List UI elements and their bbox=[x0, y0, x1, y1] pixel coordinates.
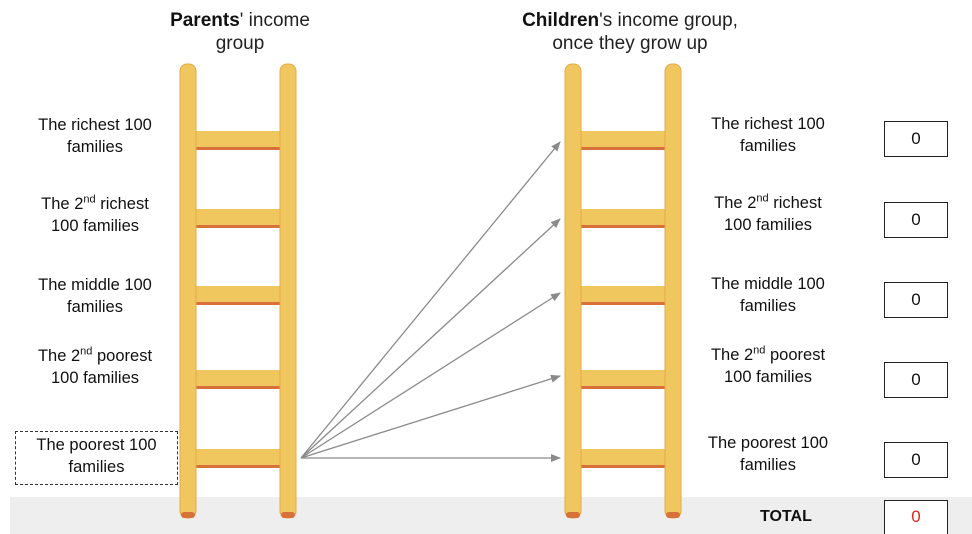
children-header-rest: 's income group, bbox=[599, 10, 738, 31]
parent-group-middle[interactable]: The middle 100 families bbox=[38, 276, 152, 316]
count-input-poorest[interactable] bbox=[884, 442, 948, 478]
parents-ladder-rung-shadow bbox=[190, 302, 282, 305]
children-ladder-rung-shadow bbox=[575, 465, 667, 468]
children-ladder-rung-shadow bbox=[575, 302, 667, 305]
children-ladder-rung bbox=[575, 286, 667, 304]
parents-header-line2: group bbox=[215, 33, 265, 54]
children-ladder-rung-shadow bbox=[575, 225, 667, 228]
children-ladder-rail-foot bbox=[566, 512, 580, 518]
parents-ladder-rung bbox=[190, 370, 282, 388]
parents-ladder-rail bbox=[179, 63, 197, 519]
children-ladder-rail bbox=[664, 63, 682, 519]
parents-ladder-rung bbox=[190, 286, 282, 304]
parent-group-poorest-selected[interactable]: The poorest 100 families bbox=[15, 431, 178, 485]
total-row-background bbox=[10, 497, 972, 534]
count-input-richest[interactable] bbox=[884, 121, 948, 157]
child-group-poorest: The poorest 100 families bbox=[707, 434, 829, 474]
mobility-arrow bbox=[300, 218, 561, 459]
children-ladder-rail-foot bbox=[666, 512, 680, 518]
mobility-arrow bbox=[300, 141, 561, 459]
parents-ladder bbox=[179, 63, 297, 519]
children-ladder-rung bbox=[575, 209, 667, 227]
count-input-middle[interactable] bbox=[884, 282, 948, 318]
parents-ladder-rung-shadow bbox=[190, 147, 282, 150]
child-group-2nd-poorest: The 2nd poorest 100 families bbox=[710, 344, 826, 386]
parents-header-bold: Parents bbox=[170, 10, 240, 31]
children-header: Children's income group, once they grow … bbox=[480, 9, 780, 55]
count-input-2nd-richest[interactable] bbox=[884, 202, 948, 238]
children-ladder-rail bbox=[564, 63, 582, 519]
parents-header-rest: ' income bbox=[239, 10, 310, 31]
parents-ladder-rung-shadow bbox=[190, 225, 282, 228]
child-group-2nd-richest: The 2nd richest 100 families bbox=[714, 192, 822, 234]
parents-ladder-rail-foot bbox=[181, 512, 195, 518]
parent-group-2nd-richest[interactable]: The 2nd richest 100 families bbox=[41, 193, 149, 235]
parents-header: Parents' income group bbox=[140, 9, 340, 55]
mobility-arrow bbox=[300, 374, 561, 459]
parents-ladder-rung bbox=[190, 449, 282, 467]
children-header-line2: once they grow up bbox=[552, 33, 708, 54]
mobility-arrows bbox=[300, 141, 561, 462]
children-ladder-rung bbox=[575, 131, 667, 149]
mobility-arrow bbox=[300, 292, 561, 459]
count-input-2nd-poorest[interactable] bbox=[884, 362, 948, 398]
parent-group-richest[interactable]: The richest 100 families bbox=[38, 116, 152, 156]
children-ladder bbox=[564, 63, 682, 519]
children-ladder-rung bbox=[575, 449, 667, 467]
children-header-bold: Children bbox=[522, 10, 600, 31]
children-ladder-rung-shadow bbox=[575, 386, 667, 389]
parents-ladder-rail bbox=[279, 63, 297, 519]
parents-ladder-rung-shadow bbox=[190, 386, 282, 389]
parent-group-2nd-poorest[interactable]: The 2nd poorest 100 families bbox=[37, 345, 153, 387]
child-group-richest: The richest 100 families bbox=[711, 115, 825, 155]
children-ladder-rung bbox=[575, 370, 667, 388]
children-ladder-rung-shadow bbox=[575, 147, 667, 150]
parents-ladder-rail-foot bbox=[281, 512, 295, 518]
total-label: TOTAL bbox=[760, 508, 812, 525]
child-group-middle: The middle 100 families bbox=[711, 275, 825, 315]
parents-ladder-rung bbox=[190, 209, 282, 227]
total-value: 0 bbox=[884, 500, 948, 534]
parents-ladder-rung-shadow bbox=[190, 465, 282, 468]
parents-ladder-rung bbox=[190, 131, 282, 149]
